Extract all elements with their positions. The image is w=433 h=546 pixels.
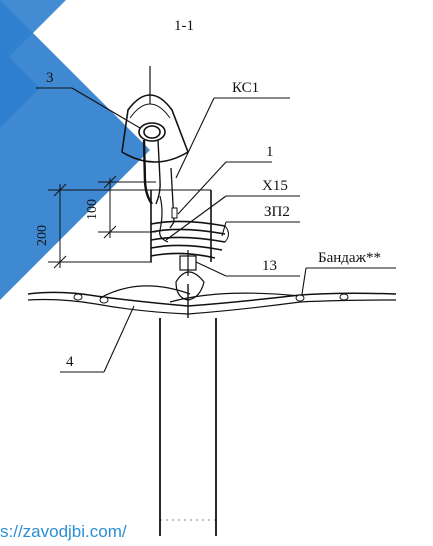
label-item-4: 4 xyxy=(66,354,74,370)
section-title: 1-1 xyxy=(174,18,194,34)
label-bandage: Бандаж** xyxy=(318,250,381,266)
label-item-3: 3 xyxy=(46,70,54,86)
dimension-100: 100 xyxy=(85,199,100,220)
label-item-13: 13 xyxy=(262,258,277,274)
label-x15: Х15 xyxy=(262,178,288,194)
label-ks1: КС1 xyxy=(232,80,259,96)
bandage-wire xyxy=(27,285,397,315)
label-item-1: 1 xyxy=(266,144,274,160)
insulator xyxy=(121,66,189,163)
pole-top xyxy=(150,189,212,262)
dimension-lines xyxy=(48,175,156,269)
leader-lines xyxy=(36,87,396,373)
dimension-200: 200 xyxy=(35,225,50,246)
conductor-ks1 xyxy=(159,167,178,243)
pole-body xyxy=(159,318,217,536)
insulator-pin xyxy=(138,122,166,205)
clamp-bands xyxy=(150,220,229,259)
watermark-url: s://zavodjbi.com/ xyxy=(0,522,127,541)
bracket xyxy=(175,250,205,318)
label-zp2: ЗП2 xyxy=(264,204,290,220)
